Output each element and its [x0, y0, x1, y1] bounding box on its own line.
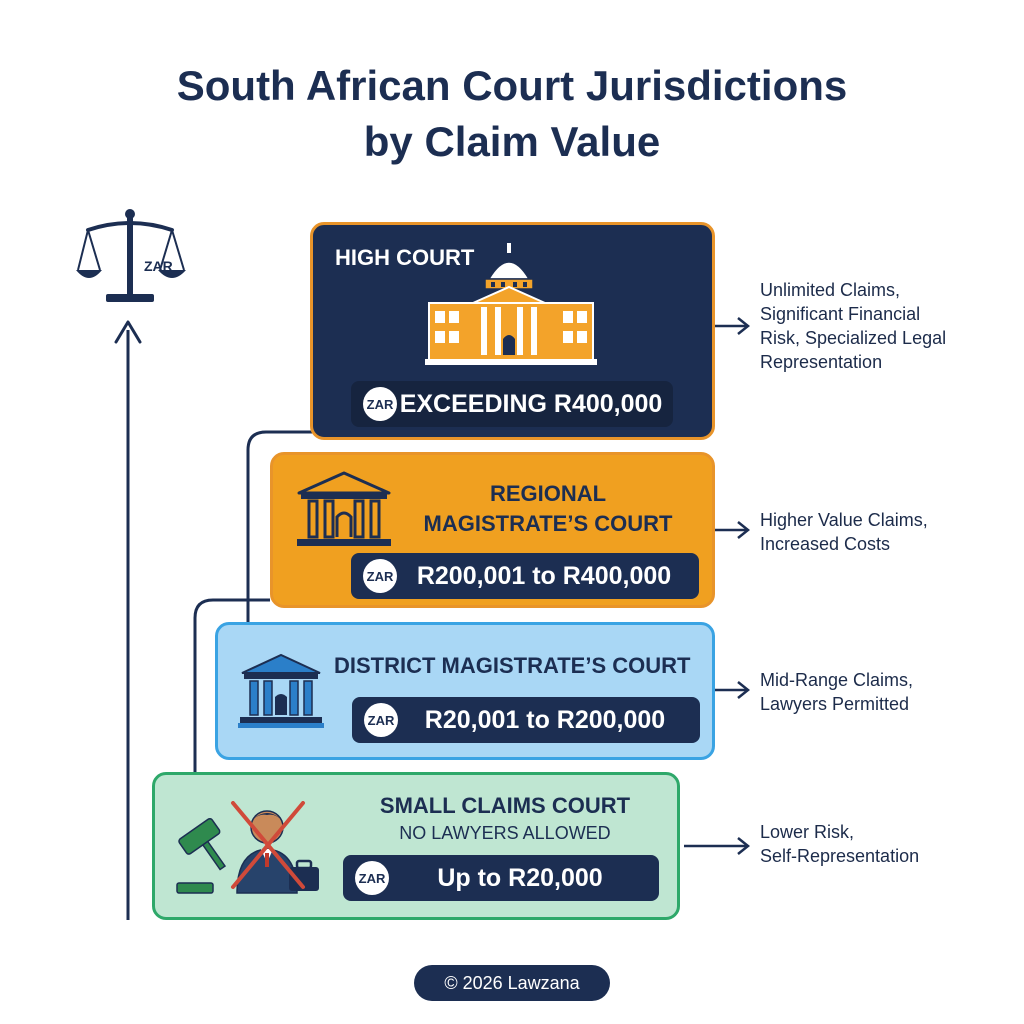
- bank-building-icon: [238, 653, 324, 736]
- domed-capitol-building-icon: [425, 243, 597, 374]
- district-court-amount: R20,001 to R200,000: [424, 705, 666, 734]
- title-line-2: by Claim Value: [363, 118, 661, 165]
- arrow-regional-court: [714, 521, 751, 539]
- zar-badge: ZAR: [363, 387, 397, 421]
- description-line: Self-Representation: [760, 846, 920, 866]
- regional-court-title-line-1: REGIONAL: [489, 481, 607, 506]
- arrow-high-court: [714, 317, 751, 335]
- description-line: Significant Financial: [760, 304, 921, 324]
- regional-court-title-line-2: MAGISTRATE’S COURT: [423, 511, 673, 536]
- description-line: Risk, Specialized Legal: [760, 328, 947, 348]
- description-line: Lower Risk,: [760, 822, 855, 842]
- description-line: Unlimited Claims,: [760, 280, 901, 300]
- description-line: Higher Value Claims,: [760, 510, 928, 530]
- regional-court-amount-pill: ZAR R200,001 to R400,000: [351, 553, 699, 599]
- regional-court-card: REGIONAL MAGISTRATE’S COURT ZAR R200,001…: [270, 452, 715, 608]
- value-axis-arrow: [114, 320, 142, 920]
- regional-court-description: Higher Value Claims, Increased Costs: [760, 508, 928, 556]
- district-court-title: DISTRICT MAGISTRATE’S COURT: [334, 653, 691, 678]
- high-court-card: HIGH COURT ZAR EXCEEDING R400,000: [310, 222, 715, 440]
- description-line: Mid-Range Claims,: [760, 670, 914, 690]
- zar-badge: ZAR: [363, 559, 397, 593]
- scales-zar-label: ZAR: [144, 258, 173, 274]
- small-claims-subtitle: NO LAWYERS ALLOWED: [399, 823, 611, 843]
- description-line: Representation: [760, 352, 883, 372]
- gavel-and-crossed-out-lawyer-icon: [175, 801, 325, 902]
- copyright-footer: © 2026 Lawzana: [414, 965, 610, 1001]
- small-claims-description: Lower Risk, Self-Representation: [760, 820, 919, 868]
- step-connector-2: [246, 430, 312, 622]
- title-line-1: South African Court Jurisdictions: [176, 62, 848, 109]
- small-claims-amount: Up to R20,000: [437, 863, 603, 892]
- step-connector-1: [193, 598, 270, 772]
- zar-badge: ZAR: [364, 703, 398, 737]
- regional-court-title: REGIONAL MAGISTRATE’S COURT: [393, 479, 703, 539]
- district-court-amount-pill: ZAR R20,001 to R200,000: [352, 697, 700, 743]
- zar-badge: ZAR: [355, 861, 389, 895]
- courthouse-columns-icon: [295, 471, 393, 554]
- small-claims-card: SMALL CLAIMS COURT NO LAWYERS ALLOWED ZA…: [152, 772, 680, 920]
- scales-of-justice-icon: ZAR: [74, 206, 186, 310]
- arrow-district-court: [714, 681, 751, 699]
- arrow-small-claims: [684, 837, 751, 855]
- high-court-amount-pill: ZAR EXCEEDING R400,000: [351, 381, 673, 427]
- small-claims-amount-pill: ZAR Up to R20,000: [343, 855, 659, 901]
- high-court-title: HIGH COURT: [335, 245, 475, 270]
- regional-court-amount: R200,001 to R400,000: [416, 561, 672, 590]
- high-court-description: Unlimited Claims, Significant Financial …: [760, 278, 946, 374]
- description-line: Increased Costs: [760, 534, 891, 554]
- small-claims-title: SMALL CLAIMS COURT: [379, 793, 631, 818]
- page-title: South African Court Jurisdictions by Cla…: [0, 58, 1024, 170]
- district-court-card: DISTRICT MAGISTRATE’S COURT ZAR R20,001 …: [215, 622, 715, 760]
- high-court-amount: EXCEEDING R400,000: [399, 389, 663, 418]
- description-line: Lawyers Permitted: [760, 694, 910, 714]
- district-court-description: Mid-Range Claims, Lawyers Permitted: [760, 668, 913, 716]
